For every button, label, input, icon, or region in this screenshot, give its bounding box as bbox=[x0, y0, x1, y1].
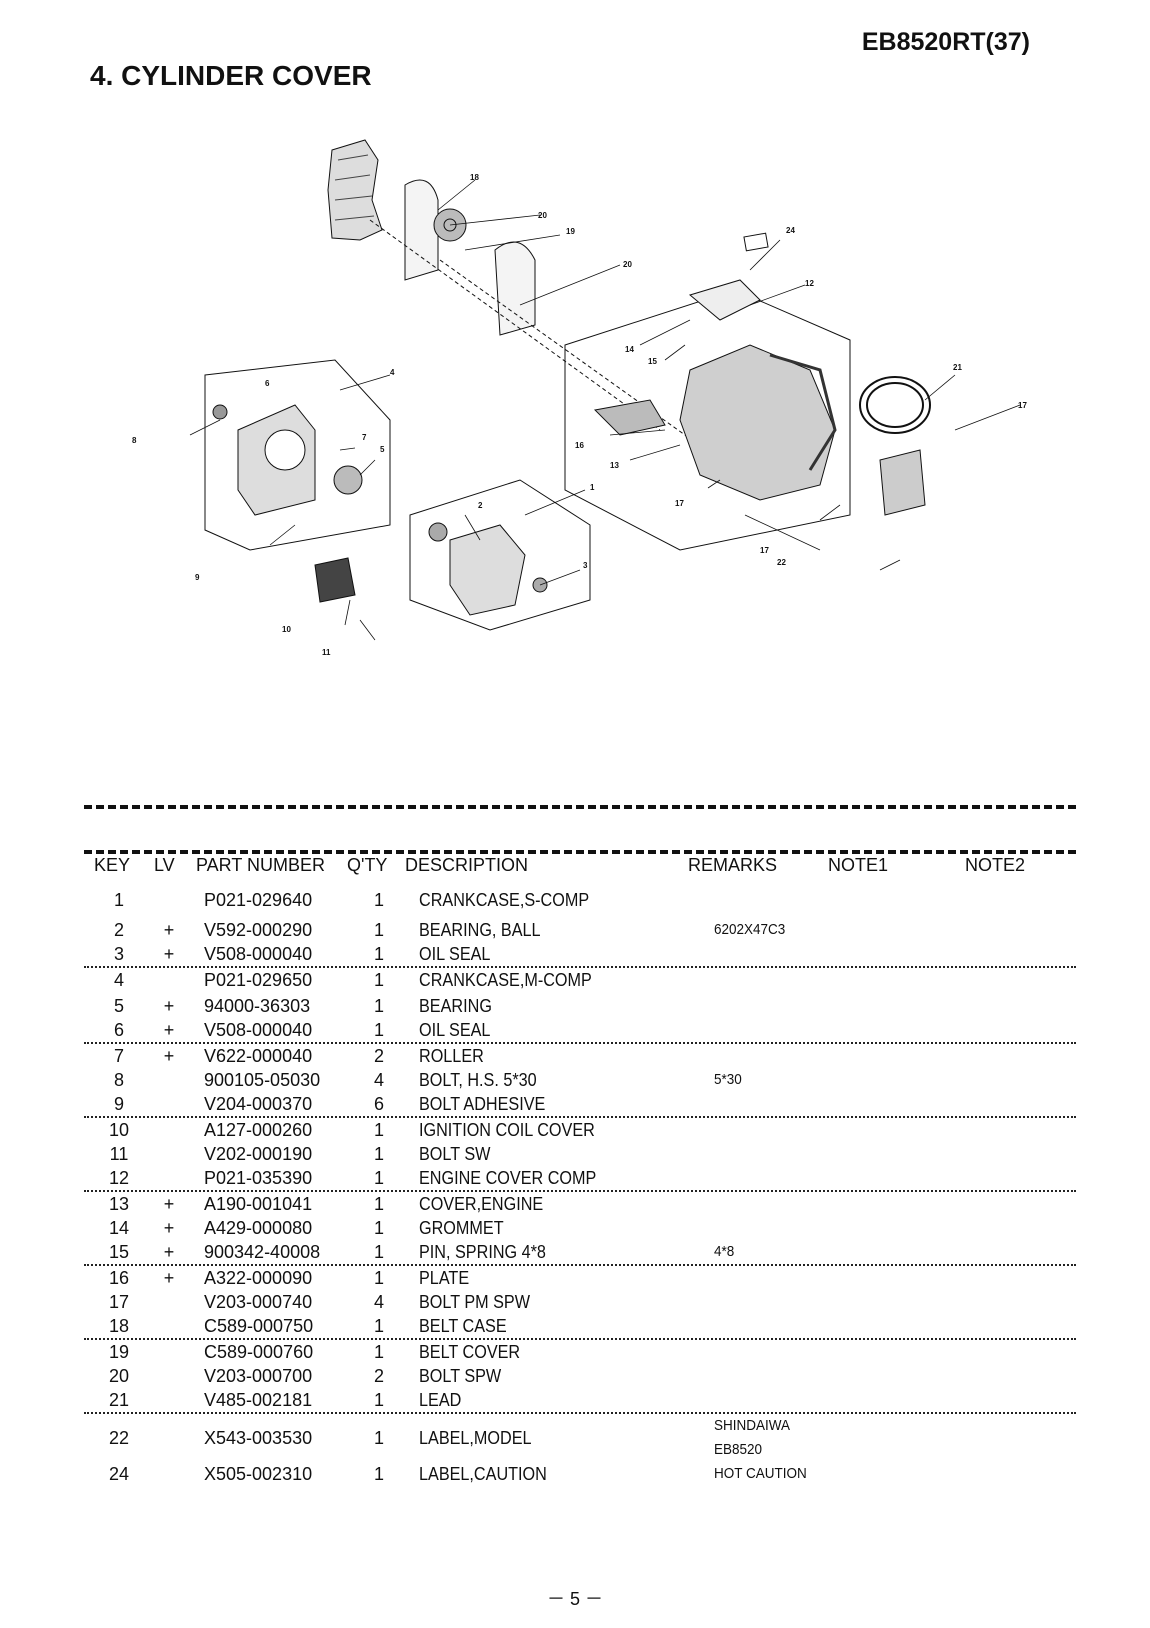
callout: 10 bbox=[282, 625, 291, 634]
col-header-key: KEY bbox=[94, 855, 131, 875]
callout: 18 bbox=[470, 173, 479, 182]
page-title: 4. CYLINDER COVER bbox=[90, 60, 372, 91]
col-header-part-number: PART NUMBER bbox=[196, 855, 326, 875]
exploded-parts-diagram: 1 2 3 4 5 6 7 8 9 10 11 12 13 14 15 16 1… bbox=[132, 139, 1027, 657]
table-header-rule bbox=[84, 850, 1076, 854]
page-number: － 5 － bbox=[546, 1589, 603, 1609]
callout: 6 bbox=[265, 379, 270, 388]
callout: 17 bbox=[675, 499, 684, 508]
callout: 8 bbox=[132, 436, 137, 445]
callout: 17 bbox=[760, 546, 769, 555]
col-header-lv: LV bbox=[154, 855, 175, 875]
callout: 1 bbox=[590, 483, 595, 492]
callout: 16 bbox=[575, 441, 584, 450]
col-header-remarks: REMARKS bbox=[688, 855, 778, 875]
col-header-description: DESCRIPTION bbox=[405, 855, 529, 875]
lead-coil-drawing bbox=[859, 376, 931, 434]
callout: 19 bbox=[566, 227, 575, 236]
crankcase-s-drawing bbox=[449, 524, 526, 616]
col-header-note2: NOTE2 bbox=[965, 855, 1026, 875]
col-header-note1: NOTE1 bbox=[828, 855, 889, 875]
callout: 4 bbox=[390, 368, 395, 377]
callout: 7 bbox=[362, 433, 367, 442]
cylinder-block-drawing bbox=[327, 139, 383, 241]
callout: 22 bbox=[777, 558, 786, 567]
callout: 3 bbox=[583, 561, 588, 570]
callout: 12 bbox=[805, 279, 814, 288]
callout: 17 bbox=[1018, 401, 1027, 410]
diagram-callouts: 1 2 3 4 5 6 7 8 9 10 11 12 13 14 15 16 1… bbox=[132, 173, 1027, 657]
callout: 14 bbox=[625, 345, 634, 354]
callout: 9 bbox=[195, 573, 200, 582]
callout: 21 bbox=[953, 363, 962, 372]
callout: 11 bbox=[322, 648, 331, 657]
belt-case-drawing bbox=[404, 179, 439, 281]
table-top-rule bbox=[84, 805, 1076, 809]
callout: 2 bbox=[478, 501, 483, 510]
model-number: EB8520RT(37) bbox=[861, 28, 1030, 56]
ignition-coil-cover-drawing bbox=[314, 557, 356, 603]
callout: 24 bbox=[786, 226, 795, 235]
callout: 20 bbox=[538, 211, 547, 220]
callout: 20 bbox=[623, 260, 632, 269]
callout: 13 bbox=[610, 461, 619, 470]
belt-cover-drawing bbox=[494, 241, 536, 336]
col-header-qty: Q'TY bbox=[347, 855, 388, 875]
callout: 5 bbox=[380, 445, 385, 454]
callout: 15 bbox=[648, 357, 657, 366]
engine-cover-drawing bbox=[679, 344, 836, 501]
